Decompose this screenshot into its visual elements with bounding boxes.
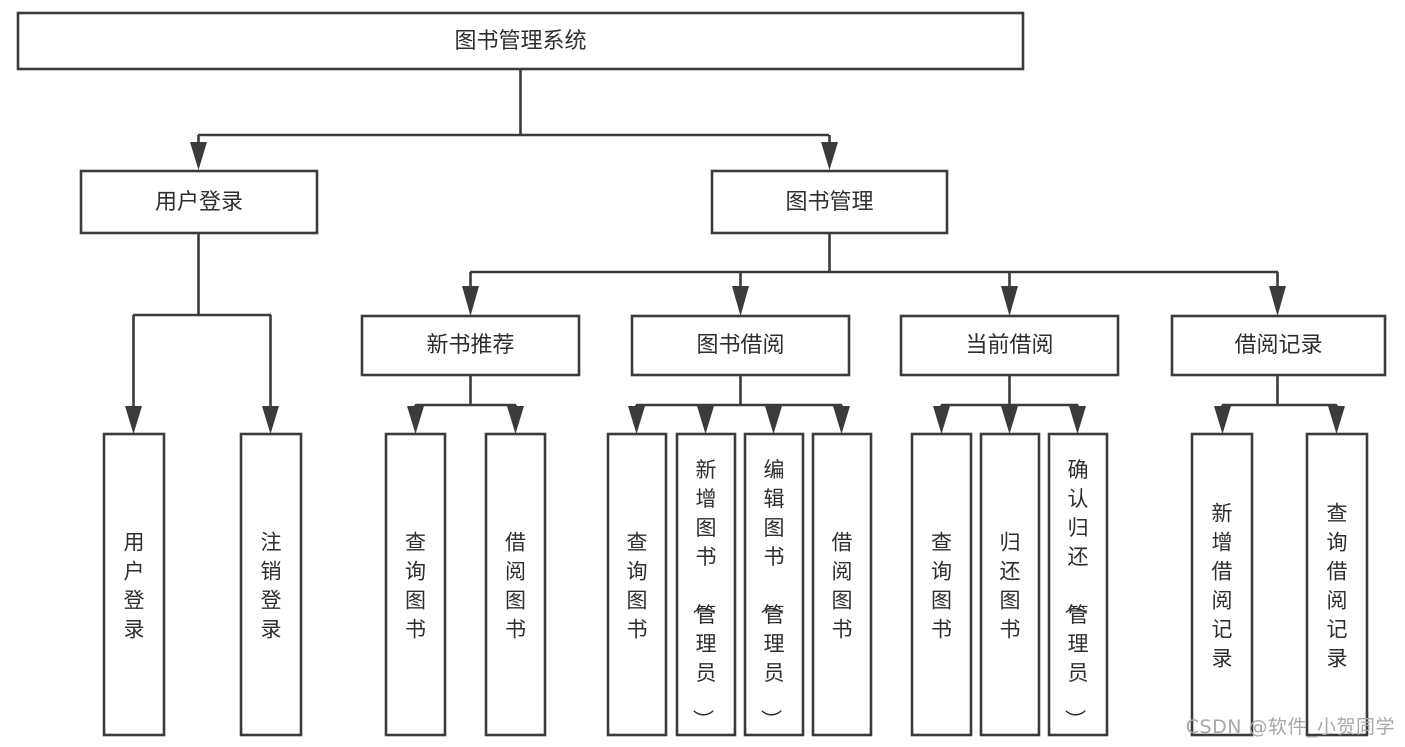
- connector-bookmgmt-to-level3: [462, 233, 1286, 316]
- leaf-label: 确认归还（管理员）: [1063, 458, 1089, 730]
- connector-root-to-level2: [190, 69, 838, 170]
- node-box[interactable]: [384, 432, 447, 737]
- node-box[interactable]: [910, 432, 973, 737]
- node-box[interactable]: [1305, 432, 1369, 737]
- node-box[interactable]: [102, 432, 166, 737]
- arrowhead-icon: [407, 406, 424, 434]
- arrowhead-icon: [765, 406, 782, 434]
- node-borrow-record[interactable]: 借阅记录: [1170, 314, 1387, 377]
- node-box[interactable]: [79, 169, 319, 235]
- leaf-book-borrow-3[interactable]: 借阅图书: [811, 432, 873, 737]
- node-box[interactable]: [484, 432, 547, 737]
- arrowhead-icon: [697, 406, 714, 434]
- leaf-label: 注销登录: [261, 531, 282, 642]
- arrowhead-icon: [462, 286, 479, 316]
- arrowhead-icon: [933, 406, 950, 434]
- leaf-label: 归还图书: [1000, 531, 1021, 642]
- node-box[interactable]: [1047, 432, 1109, 737]
- leaf-book-borrow-2[interactable]: 编辑图书（管理员）: [743, 432, 805, 737]
- arrowhead-icon: [1269, 286, 1286, 316]
- leaf-current-borrow-1[interactable]: 归还图书: [979, 432, 1041, 737]
- leaf-label: 查询图书: [931, 531, 952, 642]
- node-label: 图书借阅: [696, 333, 784, 358]
- leaf-label: 查询借阅记录: [1327, 502, 1348, 671]
- arrowhead-icon: [1214, 406, 1231, 434]
- node-box[interactable]: [743, 432, 805, 737]
- connector-userlogin-to-leaves: [125, 233, 279, 434]
- node-label: 借阅记录: [1234, 333, 1322, 358]
- node-book-borrow[interactable]: 图书借阅: [630, 314, 851, 377]
- node-box[interactable]: [811, 432, 873, 737]
- leaf-label: 用户登录: [124, 531, 145, 642]
- node-root[interactable]: 图书管理系统: [16, 11, 1025, 71]
- connector-bookborrow-to-leaves: [628, 375, 850, 434]
- arrowhead-icon: [125, 406, 142, 434]
- node-box[interactable]: [606, 432, 668, 737]
- node-label: 当前借阅: [965, 333, 1053, 358]
- arrowhead-icon: [1328, 406, 1345, 434]
- node-box[interactable]: [1190, 432, 1254, 737]
- arrowhead-icon: [821, 142, 838, 170]
- node-box[interactable]: [899, 314, 1120, 377]
- leaf-borrow-record-1[interactable]: 查询借阅记录: [1305, 432, 1369, 737]
- leaf-label: 借阅图书: [832, 531, 853, 642]
- arrowhead-icon: [190, 142, 207, 170]
- node-box[interactable]: [630, 314, 851, 377]
- leaf-label: 新增借阅记录: [1212, 502, 1233, 671]
- node-box[interactable]: [360, 314, 581, 377]
- leaf-book-borrow-1[interactable]: 新增图书（管理员）: [675, 432, 737, 737]
- connector-newbook-to-leaves: [407, 375, 524, 434]
- node-box[interactable]: [239, 432, 303, 737]
- node-current-borrow[interactable]: 当前借阅: [899, 314, 1120, 377]
- node-label: 用户登录: [155, 190, 243, 215]
- node-label: 新书推荐: [426, 333, 514, 358]
- node-book-management[interactable]: 图书管理: [710, 169, 949, 235]
- node-box[interactable]: [710, 169, 949, 235]
- leaf-label: 新增图书（管理员）: [691, 458, 717, 730]
- node-user-login[interactable]: 用户登录: [79, 169, 319, 235]
- arrowhead-icon: [732, 286, 749, 316]
- arrowhead-icon: [833, 406, 850, 434]
- node-label: 图书管理系统: [454, 29, 586, 54]
- node-box[interactable]: [675, 432, 737, 737]
- leaf-label: 查询图书: [405, 531, 426, 642]
- leaf-user-login-0[interactable]: 用户登录: [102, 432, 166, 737]
- node-box[interactable]: [1170, 314, 1387, 377]
- leaf-new-book-recommend-0[interactable]: 查询图书: [384, 432, 447, 737]
- leaf-label: 借阅图书: [505, 531, 526, 642]
- arrowhead-icon: [262, 406, 279, 434]
- node-label: 图书管理: [785, 190, 873, 215]
- leaf-label: 查询图书: [627, 531, 648, 642]
- node-box[interactable]: [16, 11, 1025, 71]
- arrowhead-icon: [1001, 406, 1018, 434]
- arrowhead-icon: [507, 406, 524, 434]
- connector-borrowrecord-to-leaves: [1214, 375, 1345, 434]
- leaf-current-borrow-2[interactable]: 确认归还（管理员）: [1047, 432, 1109, 737]
- arrowhead-icon: [1001, 286, 1018, 316]
- node-box[interactable]: [979, 432, 1041, 737]
- connector-currentborrow-to-leaves: [933, 375, 1086, 434]
- arrowhead-icon: [1069, 406, 1086, 434]
- leaf-user-login-1[interactable]: 注销登录: [239, 432, 303, 737]
- leaf-current-borrow-0[interactable]: 查询图书: [910, 432, 973, 737]
- leaf-new-book-recommend-1[interactable]: 借阅图书: [484, 432, 547, 737]
- leaf-borrow-record-0[interactable]: 新增借阅记录: [1190, 432, 1254, 737]
- leaf-book-borrow-0[interactable]: 查询图书: [606, 432, 668, 737]
- node-new-book-recommend[interactable]: 新书推荐: [360, 314, 581, 377]
- arrowhead-icon: [628, 406, 645, 434]
- leaf-label: 编辑图书（管理员）: [759, 458, 785, 730]
